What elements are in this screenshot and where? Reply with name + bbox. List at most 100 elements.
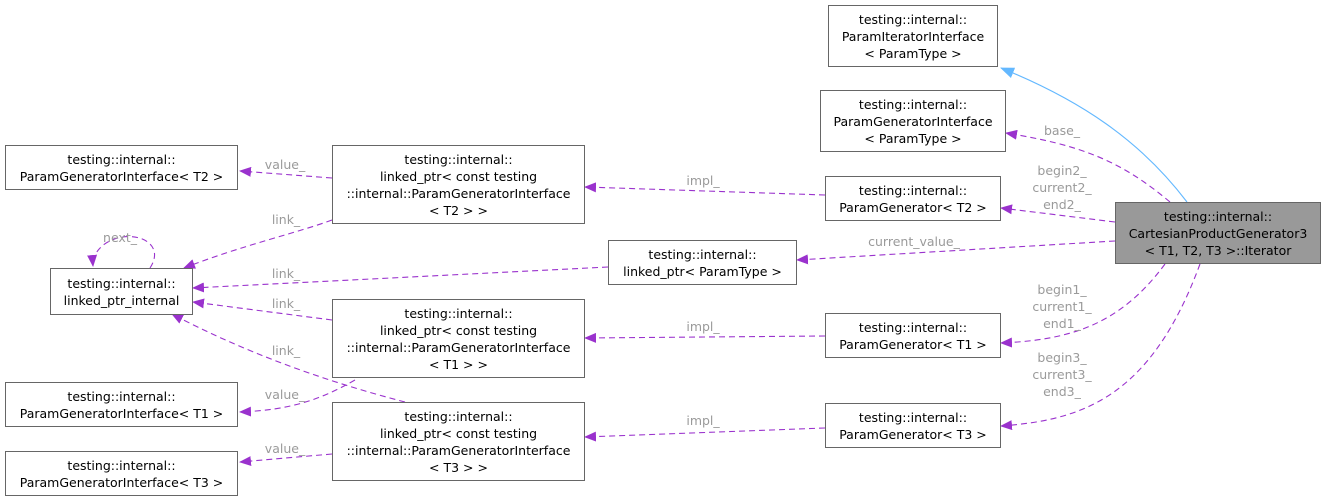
node-line: linked_ptr< ParamType > xyxy=(623,263,782,279)
edge-label-line: current3_ xyxy=(1032,367,1092,382)
edge-label-t3-members: begin3_ current3_ end3_ xyxy=(1032,349,1091,400)
node-line: < ParamType > xyxy=(864,130,962,146)
edge-label-line: current2_ xyxy=(1032,180,1092,195)
edge-link-t3 xyxy=(171,313,406,403)
node-line: testing::internal:: xyxy=(1163,208,1273,224)
edge-impl-t3 xyxy=(584,427,826,442)
node-line: testing::internal:: xyxy=(404,151,513,167)
edge-label-line: link_ xyxy=(271,266,301,281)
edge-label-line: begin3_ xyxy=(1037,350,1087,365)
edge-link-t2 xyxy=(183,219,333,269)
node-line: ParamGeneratorInterface< T2 > xyxy=(19,168,224,184)
edge-label-t1-members: begin1_ current1_ end1_ xyxy=(1032,281,1091,332)
node-param-generator-t1[interactable]: testing::internal:: ParamGenerator< T1 > xyxy=(825,313,1001,358)
node-cartesian-iterator[interactable]: testing::internal:: CartesianProductGene… xyxy=(1115,202,1321,264)
node-linked-ptr-t3[interactable]: testing::internal:: linked_ptr< const te… xyxy=(332,402,585,481)
node-line: testing::internal:: xyxy=(858,96,968,112)
node-line: < T1, T2, T3 >::Iterator xyxy=(1144,242,1292,258)
node-param-generator-interface-paramtype[interactable]: testing::internal:: ParamGeneratorInterf… xyxy=(820,90,1006,152)
node-param-generator-t2[interactable]: testing::internal:: ParamGenerator< T2 > xyxy=(825,176,1001,221)
edge-label-link-paramtype: link_ xyxy=(272,265,300,282)
node-line: testing::internal:: xyxy=(858,409,968,425)
edge-value-t3 xyxy=(239,453,333,467)
edge-label-line: base_ xyxy=(1043,123,1081,138)
node-param-generator-t3[interactable]: testing::internal:: ParamGenerator< T3 > xyxy=(825,403,1001,448)
node-line: testing::internal:: xyxy=(404,305,513,321)
edge-current-value xyxy=(796,240,1116,265)
node-line: testing::internal:: xyxy=(67,388,176,404)
node-line: ::internal::ParamGeneratorInterface xyxy=(346,339,571,355)
edge-label-line: impl_ xyxy=(686,319,720,334)
edge-label-line: link_ xyxy=(271,343,301,358)
edge-label-line: current_value_ xyxy=(868,234,960,249)
edge-label-link-t3: link_ xyxy=(272,342,300,359)
edge-value-t2 xyxy=(239,166,333,179)
node-line: testing::internal:: xyxy=(404,408,513,424)
edge-inheritance xyxy=(1000,67,1188,203)
edge-label-link-t2: link_ xyxy=(272,211,300,228)
edge-label-next: next_ xyxy=(103,229,137,246)
edge-t2-members xyxy=(1000,204,1116,223)
node-line: ParamIteratorInterface xyxy=(841,28,985,44)
edge-label-value-t1: value_ xyxy=(265,386,305,403)
node-linked-ptr-internal[interactable]: testing::internal:: linked_ptr_internal xyxy=(50,268,193,315)
edge-label-value-t3: value_ xyxy=(265,440,305,457)
edge-label-line: link_ xyxy=(271,296,301,311)
edge-label-line: link_ xyxy=(271,212,301,227)
node-line: < ParamType > xyxy=(864,45,962,61)
edge-label-base: base_ xyxy=(1044,122,1080,139)
edge-t3-members xyxy=(1000,263,1201,431)
node-line: linked_ptr< const testing xyxy=(379,425,538,441)
node-line: testing::internal:: xyxy=(648,246,757,262)
edge-label-t2-members: begin2_ current2_ end2_ xyxy=(1032,162,1091,213)
node-line: CartesianProductGenerator3 xyxy=(1128,225,1308,241)
node-line: ParamGenerator< T3 > xyxy=(839,426,987,442)
node-line: testing::internal:: xyxy=(858,319,968,335)
edge-label-line: value_ xyxy=(264,387,306,402)
node-line: linked_ptr< const testing xyxy=(379,168,538,184)
node-line: linked_ptr< const testing xyxy=(379,322,538,338)
node-line: ParamGeneratorInterface< T3 > xyxy=(19,474,224,490)
edge-label-current-value: current_value_ xyxy=(868,233,960,250)
edge-label-line: impl_ xyxy=(686,413,720,428)
edge-label-line: value_ xyxy=(264,441,306,456)
node-pgi-t3[interactable]: testing::internal:: ParamGeneratorInterf… xyxy=(5,451,238,496)
node-line: ParamGenerator< T2 > xyxy=(839,199,987,215)
node-pgi-t1[interactable]: testing::internal:: ParamGeneratorInterf… xyxy=(5,382,238,427)
node-param-iterator-interface[interactable]: testing::internal:: ParamIteratorInterfa… xyxy=(828,5,998,67)
node-line: < T2 > > xyxy=(429,202,488,218)
node-line: testing::internal:: xyxy=(67,151,176,167)
node-line: testing::internal:: xyxy=(858,182,968,198)
edge-label-value-t2: value_ xyxy=(265,156,305,173)
node-line: linked_ptr_internal xyxy=(63,292,180,308)
edge-label-link-t1: link_ xyxy=(272,295,300,312)
node-pgi-t2[interactable]: testing::internal:: ParamGeneratorInterf… xyxy=(5,145,238,190)
edge-value-t1 xyxy=(239,379,356,417)
edge-label-impl-t2: impl_ xyxy=(686,172,719,189)
edge-label-line: next_ xyxy=(103,230,137,245)
edge-link-t1 xyxy=(192,298,333,321)
node-line: < T1 > > xyxy=(429,356,488,372)
edge-label-line: begin2_ xyxy=(1037,163,1087,178)
edge-link-paramtype xyxy=(192,266,609,293)
node-linked-ptr-t2[interactable]: testing::internal:: linked_ptr< const te… xyxy=(332,145,585,224)
node-line: ParamGeneratorInterface xyxy=(833,113,993,129)
edge-label-line: begin1_ xyxy=(1037,282,1087,297)
node-line: ::internal::ParamGeneratorInterface xyxy=(346,442,571,458)
node-line: < T3 > > xyxy=(429,459,488,475)
edge-label-line: impl_ xyxy=(686,173,720,188)
edge-impl-t1 xyxy=(584,332,826,343)
node-line: ParamGenerator< T1 > xyxy=(839,336,987,352)
edge-base xyxy=(1005,129,1171,203)
edge-label-impl-t3: impl_ xyxy=(686,412,719,429)
node-line: testing::internal:: xyxy=(858,11,968,27)
node-linked-ptr-paramtype[interactable]: testing::internal:: linked_ptr< ParamTyp… xyxy=(608,240,797,285)
edge-label-line: current1_ xyxy=(1032,299,1092,314)
edge-label-line: end3_ xyxy=(1043,384,1081,399)
node-line: testing::internal:: xyxy=(67,275,176,291)
edge-t1-members xyxy=(1000,263,1166,348)
node-line: ::internal::ParamGeneratorInterface xyxy=(346,185,571,201)
edge-label-line: end1_ xyxy=(1043,316,1081,331)
node-linked-ptr-t1[interactable]: testing::internal:: linked_ptr< const te… xyxy=(332,299,585,378)
